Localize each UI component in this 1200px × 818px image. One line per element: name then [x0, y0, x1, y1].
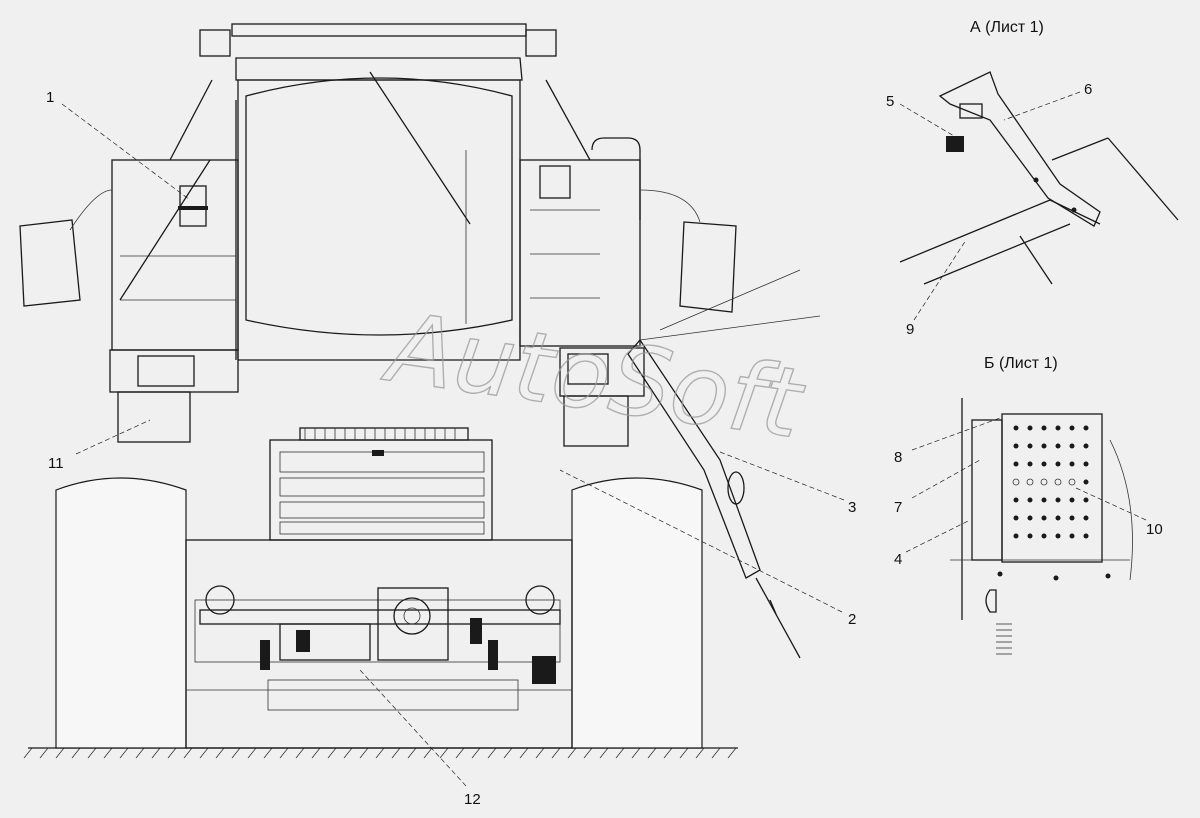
right-wheel [571, 477, 703, 749]
callout-7: 7 [894, 499, 902, 516]
left-fuel-tank [109, 349, 239, 443]
callout-3: 3 [848, 499, 856, 516]
view-a-detail [899, 71, 1179, 285]
view-b-detail [950, 398, 1133, 655]
callout-9: 9 [906, 321, 914, 338]
callout-4: 4 [894, 551, 902, 568]
callout-6: 6 [1084, 81, 1092, 98]
view-a-label: А (Лист 1) [970, 19, 1044, 36]
ground-line [23, 747, 738, 759]
callout-11: 11 [48, 455, 64, 472]
view-b-label: Б (Лист 1) [984, 355, 1058, 372]
lower-chassis [185, 539, 573, 749]
callout-12: 12 [464, 791, 481, 808]
radiator-block [269, 427, 493, 541]
callout-8: 8 [894, 449, 902, 466]
right-platform [519, 137, 737, 347]
callout-labels: 1 2 3 4 5 6 7 8 9 10 11 12 [46, 81, 1163, 808]
callout-1: 1 [46, 89, 54, 106]
drive-axle [199, 585, 561, 684]
left-wheel [55, 477, 187, 749]
unloading-auger [627, 269, 821, 659]
callout-10: 10 [1146, 521, 1163, 538]
leader-lines [61, 91, 1147, 787]
watermark: AutoSoft [376, 291, 811, 461]
callout-5: 5 [886, 93, 894, 110]
right-fuel-tank [559, 347, 645, 447]
left-platform [19, 159, 239, 351]
callout-2: 2 [848, 611, 856, 628]
perforated-plate [1012, 425, 1089, 539]
